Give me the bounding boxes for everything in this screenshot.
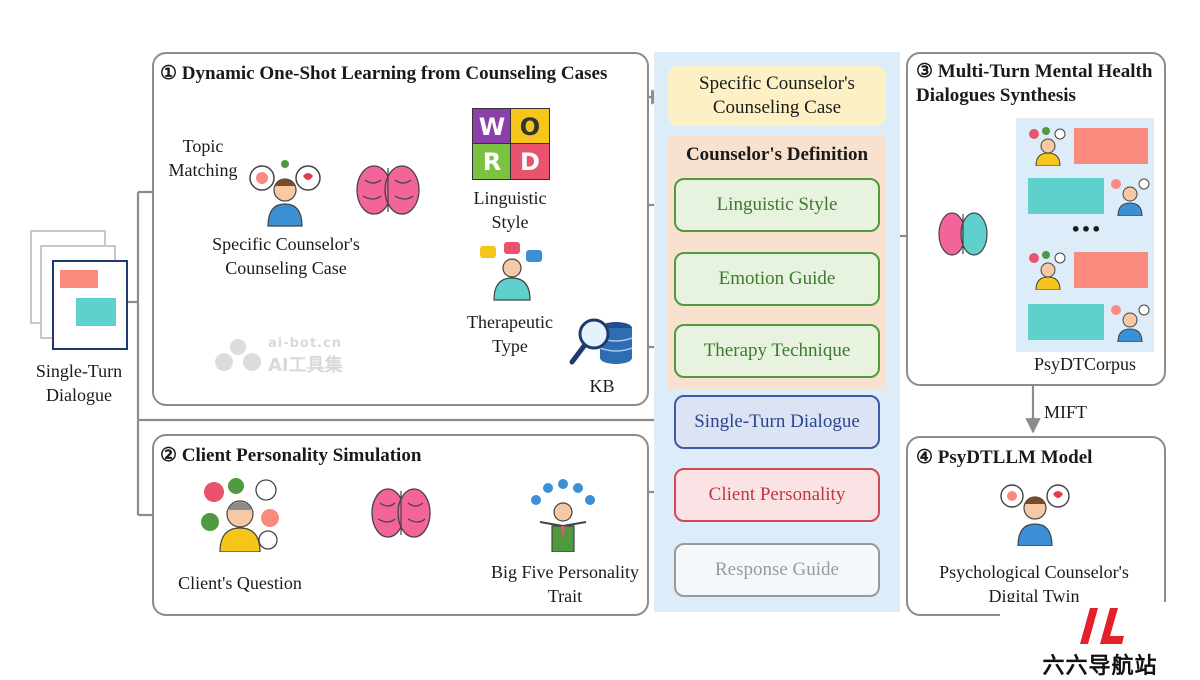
counselor-case-label: Specific Counselor's Counseling Case	[212, 234, 360, 278]
digital-twin-label: Psychological Counselor's Digital Twin	[939, 562, 1129, 606]
corpus-label: PsyDTCorpus	[1033, 354, 1136, 374]
corner-watermark-bg	[1000, 602, 1200, 675]
panel1-title: ① Dynamic One-Shot Learning from Counsel…	[160, 63, 608, 84]
brain-icon-3	[938, 210, 988, 258]
tile-w: W	[472, 108, 512, 145]
corpus-dialogue-area: •••	[1016, 118, 1154, 352]
client-bubble	[1074, 128, 1148, 164]
input-label: Single-Turn Dialogue	[35, 361, 123, 405]
panel3-title: ③ Multi-Turn Mental Health Dialogues Syn…	[916, 61, 1153, 106]
linguistic-style-label: Linguistic Style	[473, 188, 547, 232]
knowledge-base-icon	[568, 312, 634, 374]
counselor-avatar-icon	[1110, 302, 1150, 342]
counselor-definition-title: Counselor's Definition	[685, 144, 869, 165]
single-turn-dialogue-box: Single-Turn Dialogue	[674, 395, 880, 449]
therapist-icon	[478, 240, 546, 302]
topic-matching-label: Topic Matching	[168, 136, 238, 180]
brain-icon	[355, 162, 421, 218]
digital-twin-icon	[1000, 480, 1070, 546]
corner-watermark-text: 六六导航站	[1042, 654, 1158, 679]
pink-bubble-icon	[60, 270, 98, 288]
mift-label: MIFT	[1044, 402, 1088, 422]
tile-o: O	[510, 108, 550, 145]
client-icon	[200, 478, 280, 552]
big-five-icon	[526, 478, 600, 552]
panel4-title: ④ PsyDTLLM Model	[916, 447, 1093, 468]
emotion-guide-box: Emotion Guide	[674, 252, 880, 306]
ellipsis: •••	[1070, 220, 1102, 239]
tile-d: D	[510, 143, 550, 180]
watermark-logo-icon	[214, 338, 262, 372]
counselor-avatar-icon	[1110, 176, 1150, 216]
watermark-small: ai-bot.cn	[268, 336, 342, 351]
word-puzzle-icon: W O R D	[472, 108, 550, 180]
dialogue-doc-icon	[52, 260, 128, 350]
big-five-label: Big Five Personality Trait	[491, 562, 639, 606]
response-guide-box: Response Guide	[674, 543, 880, 597]
client-avatar-icon	[1028, 126, 1068, 166]
client-question-label: Client's Question	[178, 573, 302, 593]
brain-icon-2	[370, 485, 432, 541]
counselor-bubble	[1028, 304, 1104, 340]
client-personality-box: Client Personality	[674, 468, 880, 522]
kb-label: KB	[589, 376, 615, 396]
client-avatar-icon	[1028, 250, 1068, 290]
corner-logo-icon	[1076, 606, 1126, 646]
counseling-case-box: Specific Counselor's Counseling Case	[668, 66, 886, 126]
therapeutic-type-label: Therapeutic Type	[467, 312, 553, 356]
watermark-big: AI工具集	[268, 355, 343, 376]
counselor-icon	[248, 160, 324, 228]
therapy-technique-box: Therapy Technique	[674, 324, 880, 378]
counselor-bubble	[1028, 178, 1104, 214]
panel2-title: ② Client Personality Simulation	[160, 445, 422, 466]
linguistic-style-box: Linguistic Style	[674, 178, 880, 232]
tile-r: R	[472, 143, 512, 180]
client-bubble	[1074, 252, 1148, 288]
teal-bubble-icon	[76, 298, 116, 326]
